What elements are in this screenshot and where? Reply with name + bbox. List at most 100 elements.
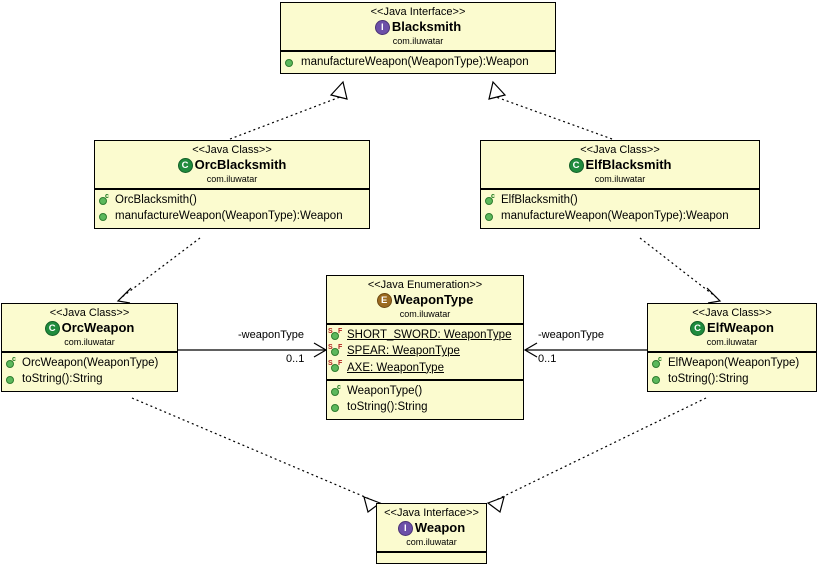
realization-elfweapon-weapon [495, 397, 707, 501]
class-icon: C [177, 157, 193, 173]
dependency-elfblacksmith-elfweapon [639, 237, 717, 298]
member-row[interactable]: c ElfWeapon(WeaponType) [648, 355, 816, 371]
stereotype-label: <<Java Class>> [692, 307, 772, 319]
stereotype-label: <<Java Interface>> [384, 507, 479, 519]
association-arrowhead [523, 342, 538, 358]
member-label: OrcBlacksmith() [115, 193, 197, 206]
realization-elfblacksmith-blacksmith [495, 96, 613, 140]
class-header: <<Java Class>> C OrcBlacksmith com.iluwa… [95, 141, 369, 188]
interface-icon: I [374, 19, 390, 35]
association-multiplicity-elf: 0..1 [538, 353, 557, 365]
member-row[interactable]: toString():String [648, 371, 816, 387]
constructor-icon: c [651, 356, 665, 370]
members-compartment [377, 553, 486, 563]
member-row[interactable]: c OrcBlacksmith() [95, 192, 369, 208]
method-icon [330, 401, 344, 414]
constructor-icon: c [330, 384, 344, 398]
member-row[interactable]: manufactureWeapon(WeaponType):Weapon [95, 208, 369, 224]
class-box-weapon[interactable]: <<Java Interface>> I Weapon com.iluwatar [376, 503, 487, 564]
constructor-icon: c [484, 193, 498, 207]
field-label: SPEAR: WeaponType [347, 345, 460, 358]
class-header: <<Java Class>> C ElfBlacksmith com.iluwa… [481, 141, 759, 188]
interface-icon: I [397, 520, 413, 536]
constructor-icon: c [5, 356, 19, 370]
member-row[interactable]: manufactureWeapon(WeaponType):Weapon [281, 54, 555, 70]
class-header: <<Java Interface>> I Blacksmith com.iluw… [281, 3, 555, 50]
realization-arrowhead [488, 80, 507, 100]
members-compartment: c ElfWeapon(WeaponType) toString():Strin… [648, 353, 816, 391]
member-label: WeaponType() [347, 385, 423, 398]
class-icon: C [690, 320, 706, 336]
member-label: manufactureWeapon(WeaponType):Weapon [115, 210, 343, 223]
association-multiplicity-orc: 0..1 [286, 353, 305, 365]
method-icon [5, 373, 19, 386]
class-header: <<Java Class>> C ElfWeapon com.iluwatar [648, 304, 816, 351]
compartment-divider [2, 350, 177, 353]
enum-icon: E [376, 292, 392, 308]
compartment-divider [327, 379, 523, 382]
compartment-divider [327, 322, 523, 325]
class-box-weapontype[interactable]: <<Java Enumeration>> E WeaponType com.il… [326, 275, 524, 420]
stereotype-label: <<Java Class>> [192, 144, 272, 156]
class-box-orcblacksmith[interactable]: <<Java Class>> C OrcBlacksmith com.iluwa… [94, 140, 370, 229]
dependency-arrowhead [706, 287, 722, 304]
class-box-elfweapon[interactable]: <<Java Class>> C ElfWeapon com.iluwatar … [647, 303, 817, 392]
compartment-divider [95, 187, 369, 190]
member-label: manufactureWeapon(WeaponType):Weapon [301, 55, 529, 68]
member-row[interactable]: c ElfBlacksmith() [481, 192, 759, 208]
class-name-row: C OrcWeapon [8, 320, 171, 336]
class-name-row: C ElfWeapon [654, 320, 810, 336]
member-row[interactable]: c WeaponType() [327, 383, 523, 399]
class-box-orcweapon[interactable]: <<Java Class>> C OrcWeapon com.iluwatar … [1, 303, 178, 392]
members-compartment: manufactureWeapon(WeaponType):Weapon [281, 52, 555, 73]
members-compartment: c WeaponType() toString():String [327, 381, 523, 419]
method-icon [284, 56, 298, 69]
association-arrowhead [313, 342, 328, 358]
compartment-divider [481, 187, 759, 190]
association-role-orc: -weaponType [238, 329, 305, 341]
class-icon: C [568, 157, 584, 173]
package-label: com.iluwatar [594, 173, 646, 184]
package-label: com.iluwatar [206, 173, 258, 184]
class-box-elfblacksmith[interactable]: <<Java Class>> C ElfBlacksmith com.iluwa… [480, 140, 760, 229]
members-compartment: c OrcBlacksmith() manufactureWeapon(Weap… [95, 190, 369, 228]
member-row[interactable]: toString():String [2, 371, 177, 387]
stereotype-label: <<Java Interface>> [370, 6, 466, 18]
package-label: com.iluwatar [406, 536, 457, 547]
member-label: toString():String [347, 401, 428, 414]
compartment-divider [281, 49, 555, 52]
association-role-elf: -weaponType [538, 329, 605, 341]
member-row[interactable]: manufactureWeapon(WeaponType):Weapon [481, 208, 759, 224]
stereotype-label: <<Java Class>> [580, 144, 660, 156]
member-row[interactable]: c OrcWeapon(WeaponType) [2, 355, 177, 371]
member-label: toString():String [668, 373, 749, 386]
realization-arrowhead [329, 80, 348, 100]
package-label: com.iluwatar [399, 308, 451, 319]
class-name: ElfBlacksmith [585, 156, 672, 172]
class-header: <<Java Enumeration>> E WeaponType com.il… [327, 276, 523, 323]
member-label: toString():String [22, 373, 103, 386]
stereotype-label: <<Java Class>> [49, 307, 130, 319]
member-label: ElfWeapon(WeaponType) [668, 356, 800, 369]
class-name-row: C ElfBlacksmith [487, 156, 753, 173]
member-row[interactable]: toString():String [327, 399, 523, 415]
dependency-orcblacksmith-orcweapon [121, 237, 201, 298]
class-header: <<Java Interface>> I Weapon com.iluwatar [377, 504, 486, 551]
package-label: com.iluwatar [706, 336, 758, 347]
realization-orcblacksmith-blacksmith [229, 96, 341, 140]
method-icon [651, 373, 665, 386]
package-label: com.iluwatar [392, 35, 444, 46]
class-name-row: I Weapon [383, 520, 480, 536]
class-box-blacksmith[interactable]: <<Java Interface>> I Blacksmith com.iluw… [280, 2, 556, 75]
package-label: com.iluwatar [64, 336, 115, 347]
class-name: WeaponType [393, 291, 474, 307]
member-label: ElfBlacksmith() [501, 193, 578, 206]
class-name: Blacksmith [391, 18, 462, 34]
